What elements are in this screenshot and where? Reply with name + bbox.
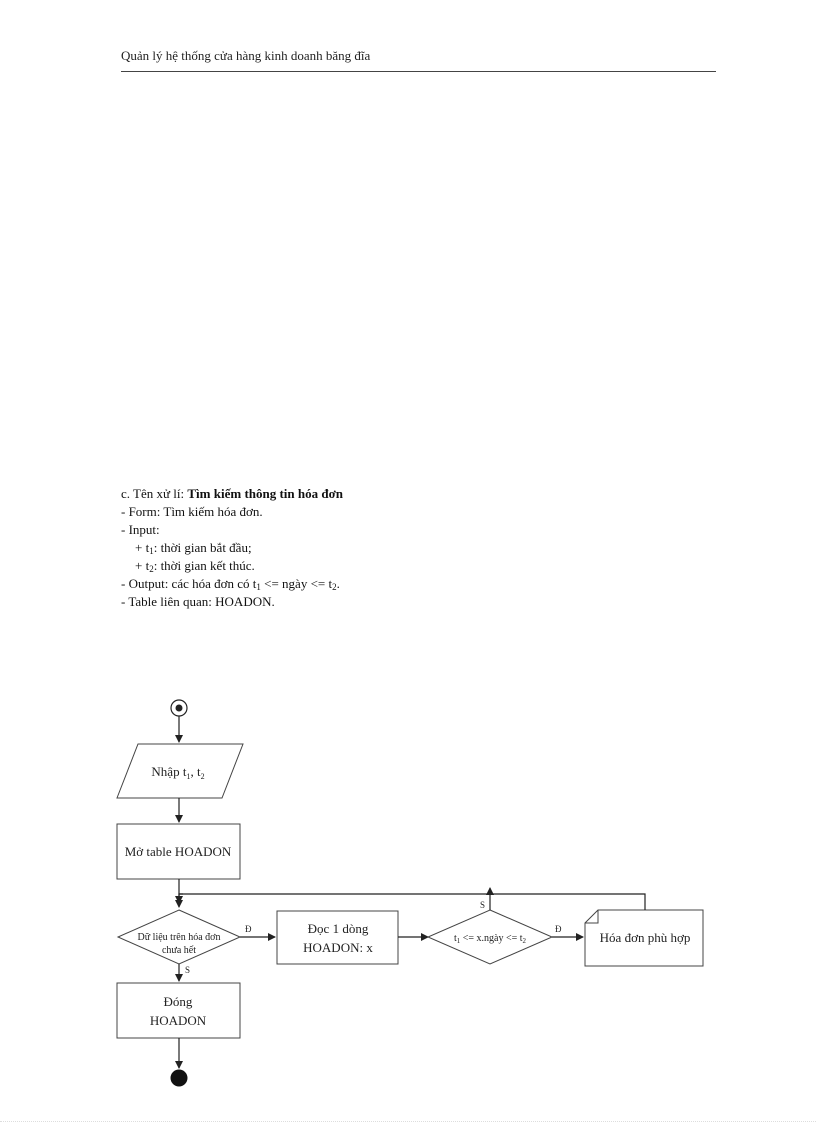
page-bottom-edge [0,1121,816,1122]
spec-input-t2-sub: 2 [149,564,154,574]
input-parallelogram: Nhập t1, t2 [116,743,244,799]
decision-has-data: Dữ liệu trên hóa đơn chưa hết [116,909,242,965]
result-label: Hóa đơn phù hợp [600,930,691,945]
spec-input-label: - Input: [121,522,160,537]
page-header: Quản lý hệ thống cửa hàng kinh doanh băn… [121,48,716,64]
spec-output-sub1: 1 [256,582,261,592]
result-document: Hóa đơn phù hợp [584,909,704,967]
svg-text:t1 <= x.ngày <= t2: t1 <= x.ngày <= t2 [454,933,527,945]
open-table-label: Mở table HOADON [125,844,232,859]
spec-input-t1-text: : thời gian bắt đầu; [153,540,252,555]
spec-input-t2-text: : thời gian kết thúc. [153,558,255,573]
open-table-process: Mở table HOADON [116,823,241,880]
close-table-process: Đóng HOADON [116,982,241,1039]
start-node [170,699,188,717]
spec-output-mid: <= ngày <= t [260,576,333,591]
spec-output-prefix: - Output: các hóa đơn có t [121,576,257,591]
spec-input-t1: + t1: thời gian bắt đầu; [121,539,681,557]
decision2-sub2: 2 [523,937,527,945]
spec-input-t2: + t2: thời gian kết thúc. [121,557,681,575]
decision1-line1: Dữ liệu trên hóa đơn [138,932,221,943]
decision1-yes-label: Đ [245,924,252,934]
svg-text:Nhập t1, t2: Nhập t1, t2 [151,764,204,781]
decision2-no-label: S [480,900,485,910]
spec-name-value: Tìm kiếm thông tin hóa đơn [187,486,344,501]
decision-date-range: t1 <= x.ngày <= t2 [426,909,554,965]
header-title: Quản lý hệ thống cửa hàng kinh doanh băn… [121,48,371,63]
input-sub2: 2 [201,772,205,781]
spec-output-sub2: 2 [332,582,337,592]
spec-output-suffix: . [336,576,340,591]
end-node [170,1069,188,1087]
read-line2: HOADON: x [303,940,373,955]
header-rule [121,71,716,72]
spec-form-line: - Form: Tìm kiếm hóa đơn. [121,504,263,519]
read-line1: Đọc 1 dòng [308,921,369,936]
decision2-mid: <= x.ngày <= t [460,933,522,944]
input-sep: , t [190,764,201,779]
close-line2: HOADON [150,1013,207,1028]
input-sub1: 1 [186,772,190,781]
spec-input-t1-sub: 1 [149,546,154,556]
spec-output-line: - Output: các hóa đơn có t1 <= ngày <= t… [121,575,681,593]
spec-name-label: c. Tên xử lí: [121,486,185,501]
input-label: Nhập t [151,764,186,779]
loop-back-arrowhead [175,893,183,904]
spec-name-line: c. Tên xử lí: Tìm kiếm thông tin hóa đơn [121,485,681,503]
process-spec: c. Tên xử lí: Tìm kiếm thông tin hóa đơn… [121,485,681,611]
spec-tables-line: - Table liên quan: HOADON. [121,594,275,609]
spec-input-t2-prefix: + t [135,558,150,573]
read-row-process: Đọc 1 dòng HOADON: x [276,910,399,965]
search-invoice-flowchart: Nhập t1, t2 Mở table HOADON Dữ liệu trên… [116,699,704,1087]
decision2-t: t [454,933,457,944]
decision2-sub1: 1 [457,937,461,945]
decision2-yes-label: Đ [555,924,562,934]
decision1-no-label: S [185,965,190,975]
loop-back-line [179,893,646,910]
close-line1: Đóng [164,994,193,1009]
decision1-line2: chưa hết [162,945,196,956]
spec-input-t1-prefix: + t [135,540,150,555]
